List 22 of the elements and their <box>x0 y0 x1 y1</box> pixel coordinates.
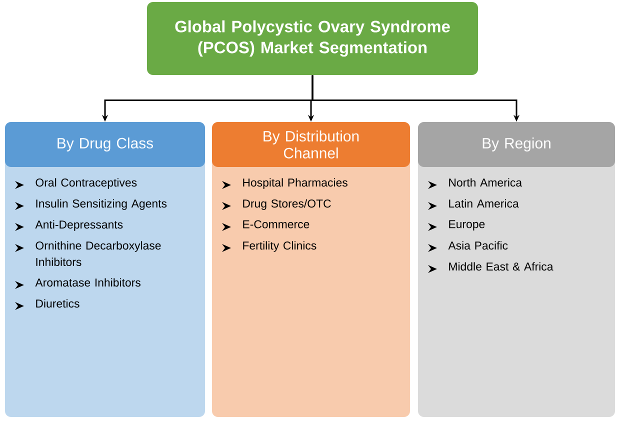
list-item: Aromatase Inhibitors <box>35 278 140 287</box>
list-item: Europe <box>449 220 485 230</box>
list-item: Asia Pacific <box>448 241 508 250</box>
category-panel <box>418 122 615 417</box>
list-item: Oral Contraceptives <box>36 178 137 189</box>
list-item: Anti-Depressants <box>35 220 123 231</box>
list-item: Latin America <box>449 199 519 208</box>
list-item: Middle East & Africa <box>449 262 554 271</box>
header-band: By Distribution Channel <box>212 122 410 167</box>
list-item: E-Commerce <box>243 220 310 228</box>
list-item: Diuretics <box>36 299 80 308</box>
category-panel <box>5 122 205 417</box>
list-item: Insulin Sensitizing Agents <box>36 199 167 210</box>
list-item: North America <box>449 178 522 187</box>
list-item: Drug Stores/OTC <box>243 199 331 210</box>
list-item: Fertility Clinics <box>243 241 316 252</box>
category-panel <box>212 122 410 417</box>
list-item: Hospital Pharmacies <box>243 178 348 189</box>
header-band: By Drug Class <box>5 122 205 167</box>
header-band: By Region <box>418 122 615 167</box>
list-item: Ornithine Decarboxylase Inhibitors <box>36 241 161 266</box>
title-box: Global Polycystic Ovary Syndrome (PCOS) Market Segmentation <box>147 2 478 75</box>
